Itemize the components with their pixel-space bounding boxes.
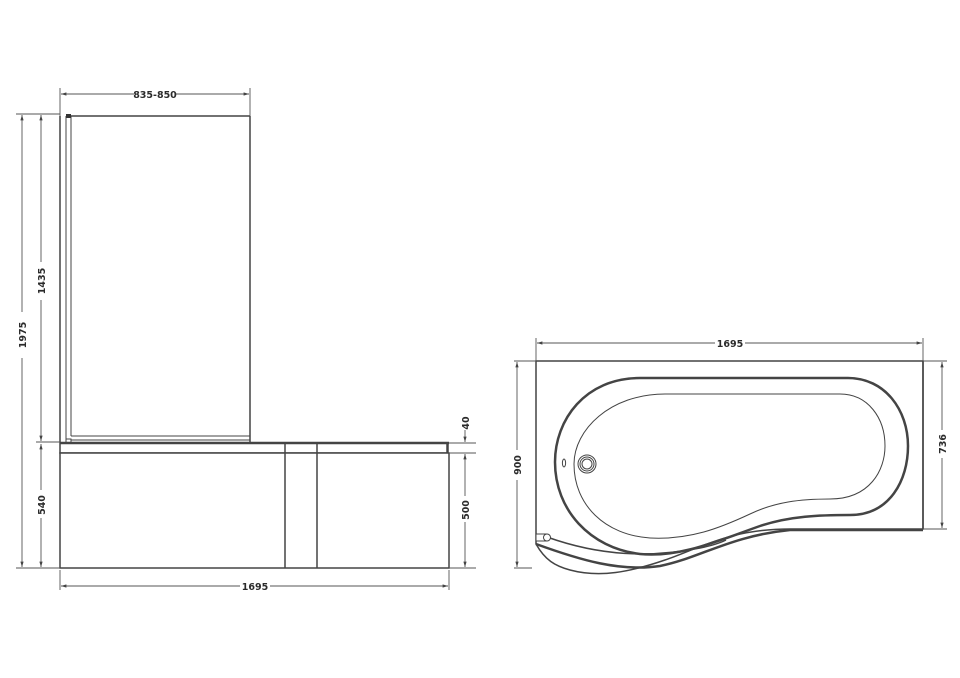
plan-view: 1695 900 736: [513, 338, 949, 575]
bath-height-label: 540: [37, 495, 48, 515]
front-elevation: 835-850 1975 1435 540: [16, 88, 476, 593]
bath-deck-outline: [535, 360, 924, 575]
bath-basin: [573, 393, 886, 539]
dim-plan-length: 1695: [535, 338, 924, 361]
dim-plan-narrow-width: 736: [923, 360, 949, 530]
plan-length-label: 1695: [717, 339, 743, 350]
bath-screen: [59, 114, 251, 444]
dim-plan-max-width: 900: [513, 360, 536, 569]
dim-screen-width: 835-850: [59, 88, 251, 116]
dim-screen-height: 1435: [36, 115, 60, 443]
dim-bath-height: 540: [37, 444, 48, 567]
dim-bath-length: 1695: [59, 570, 450, 593]
overflow-icon: [561, 458, 567, 468]
dim-rim-and-panel: 40 500: [449, 416, 476, 569]
overall-height-label: 1975: [18, 322, 29, 348]
bath-length-label: 1695: [242, 582, 268, 593]
rim-height-label: 40: [461, 416, 472, 430]
screen-width-label: 835-850: [133, 90, 177, 101]
plan-narrow-width-label: 736: [938, 434, 949, 454]
dim-overall-height: 1975: [16, 113, 60, 569]
bath-front: [59, 441, 450, 569]
hinge-pivot-icon: [543, 533, 551, 542]
screen-height-label: 1435: [37, 268, 48, 294]
plan-max-width-label: 900: [513, 455, 524, 475]
waste-plug-icon: [577, 454, 597, 474]
panel-height-label: 500: [461, 500, 472, 520]
bath-rim: [553, 376, 910, 556]
